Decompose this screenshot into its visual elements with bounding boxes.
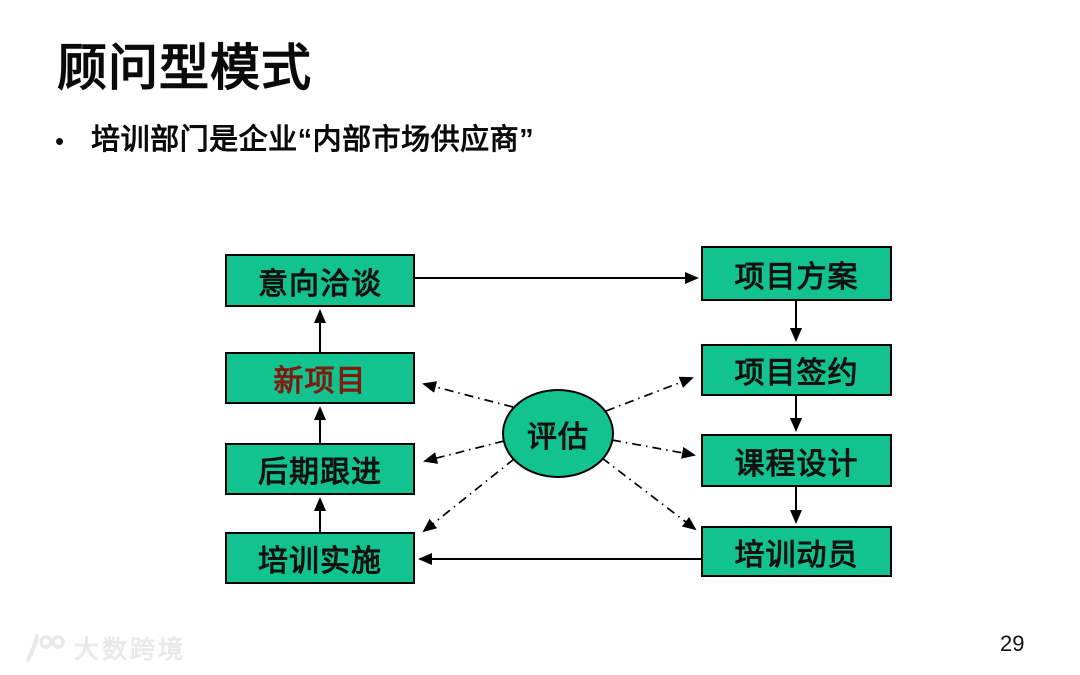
node-intent: 意向洽谈 [225, 254, 415, 307]
node-course-design: 课程设计 [701, 434, 892, 487]
bullet-item: • 培训部门是企业“内部市场供应商” [55, 122, 534, 160]
watermark-brand-text: 大数跨境 [74, 636, 187, 664]
node-follow-up: 后期跟进 [225, 443, 415, 495]
bullet-text: 培训部门是企业“内部市场供应商” [91, 124, 535, 156]
node-implementation: 培训实施 [225, 532, 415, 584]
node-new-project: 新项目 [225, 352, 415, 404]
node-signing: 项目签约 [701, 344, 892, 396]
watermark: 大数跨境 [24, 630, 186, 666]
dashed-arrow-eval-to-mobilization [601, 457, 697, 531]
dashed-arrow-eval-to-implementation [422, 458, 515, 533]
page-title: 顾问型模式 [57, 40, 312, 96]
dashed-arrow-eval-to-signing [605, 376, 694, 412]
page-number: 29 [1000, 631, 1025, 656]
node-mobilization: 培训动员 [701, 526, 892, 577]
bullet-marker: • [55, 126, 65, 156]
dashed-arrow-eval-to-course [611, 439, 696, 459]
node-evaluation: 评估 [502, 389, 614, 478]
node-proposal: 项目方案 [701, 246, 892, 301]
dashed-arrow-eval-to-followup [423, 440, 505, 464]
dashed-arrow-eval-to-newproject [422, 381, 514, 408]
brand-logo-icon [26, 634, 65, 662]
